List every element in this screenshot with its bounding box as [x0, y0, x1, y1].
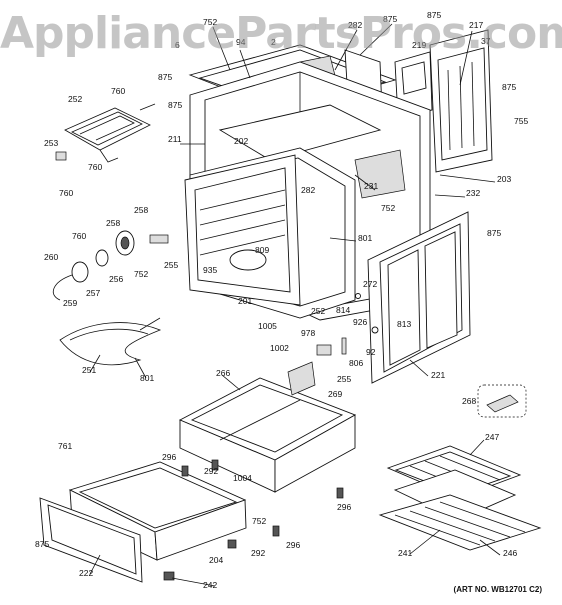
callout-266: 266 — [216, 368, 230, 378]
callout-246: 246 — [503, 548, 517, 558]
callout-221: 221 — [431, 370, 445, 380]
callout-222: 222 — [79, 568, 93, 578]
callout-94: 94 — [236, 37, 246, 47]
callout-268: 268 — [462, 396, 476, 406]
callout-92: 92 — [366, 347, 376, 357]
callout-292b: 292 — [251, 548, 265, 558]
callout-875d: 875 — [168, 100, 182, 110]
callout-252a: 252 — [68, 94, 82, 104]
callout-211: 211 — [168, 134, 182, 144]
callout-813: 813 — [397, 319, 411, 329]
callout-1004: 1004 — [233, 473, 252, 483]
callout-202: 202 — [234, 136, 248, 146]
callout-231: 231 — [364, 181, 378, 191]
callout-256: 256 — [109, 274, 123, 284]
callout-875g: 875 — [35, 539, 49, 549]
broil-element-252 — [64, 103, 156, 163]
leveling-legs — [163, 459, 344, 581]
callout-258a: 258 — [134, 205, 148, 215]
rear-panel-203 — [429, 29, 493, 173]
oven-rack-241 — [378, 494, 542, 551]
callout-217: 217 — [469, 20, 483, 30]
callout-978: 978 — [301, 328, 315, 338]
callout-296c: 296 — [286, 540, 300, 550]
callout-241: 241 — [398, 548, 412, 558]
callout-258b: 258 — [106, 218, 120, 228]
callout-814: 814 — [336, 305, 350, 315]
callout-760a: 760 — [111, 86, 125, 96]
callout-926: 926 — [353, 317, 367, 327]
callout-755: 755 — [514, 116, 528, 126]
callout-282a: 282 — [348, 20, 362, 30]
drawer-support-266 — [178, 377, 357, 493]
callout-875e: 875 — [502, 82, 516, 92]
callout-labels: 752 94 2 6 282 875 875 219 217 37 875 760 252 875 875 7… — [35, 10, 528, 590]
callout-255a: 255 — [164, 260, 178, 270]
callout-296b: 296 — [337, 502, 351, 512]
callout-875f: 875 — [487, 228, 501, 238]
callout-201: 201 — [238, 296, 252, 306]
storage-drawer-204 — [39, 461, 247, 583]
bracket-269 — [287, 361, 316, 396]
callout-255b: 255 — [337, 374, 351, 384]
callout-809: 809 — [255, 245, 269, 255]
callout-761: 761 — [58, 441, 72, 451]
callout-219: 219 — [412, 40, 426, 50]
callout-257: 257 — [86, 288, 100, 298]
callout-251: 251 — [82, 365, 96, 375]
callout-247: 247 — [485, 432, 499, 442]
callout-760b: 760 — [88, 162, 102, 172]
callout-760c: 760 — [59, 188, 73, 198]
callout-752a: 752 — [203, 17, 217, 27]
oven-door-221 — [367, 211, 471, 384]
callout-282b: 282 — [301, 185, 315, 195]
callout-875c: 875 — [158, 72, 172, 82]
callout-259: 259 — [63, 298, 77, 308]
callout-1005: 1005 — [258, 321, 277, 331]
part-268-inset — [477, 384, 527, 418]
callout-6: 6 — [175, 40, 180, 50]
callout-1002: 1002 — [270, 343, 289, 353]
callout-752b: 752 — [381, 203, 395, 213]
callout-801b: 801 — [140, 373, 154, 383]
callout-752c: 752 — [134, 269, 148, 279]
callout-204: 204 — [209, 555, 223, 565]
callout-292a: 292 — [204, 466, 218, 476]
callout-935: 935 — [203, 265, 217, 275]
callout-2: 2 — [271, 37, 276, 47]
callout-806: 806 — [349, 358, 363, 368]
art-number: (ART NO. WB12701 C2) — [453, 585, 542, 594]
callout-296a: 296 — [162, 452, 176, 462]
callout-232: 232 — [466, 188, 480, 198]
callout-269: 269 — [328, 389, 342, 399]
controls-group — [52, 230, 169, 301]
leader-lines — [89, 23, 501, 587]
callout-252b: 252 — [311, 306, 325, 316]
small-hardware — [316, 293, 379, 356]
bracket-253 — [55, 151, 67, 161]
callout-260: 260 — [44, 252, 58, 262]
callout-752d: 752 — [252, 516, 266, 526]
bake-element-251 — [59, 317, 162, 366]
callout-242: 242 — [203, 580, 217, 590]
callout-203: 203 — [497, 174, 511, 184]
callout-801a: 801 — [358, 233, 372, 243]
callout-875a: 875 — [383, 14, 397, 24]
callout-37: 37 — [481, 36, 491, 46]
oven-cavity-201 — [184, 147, 356, 319]
callout-253: 253 — [44, 138, 58, 148]
callout-760d: 760 — [72, 231, 86, 241]
callout-272: 272 — [363, 279, 377, 289]
callout-875b: 875 — [427, 10, 441, 20]
